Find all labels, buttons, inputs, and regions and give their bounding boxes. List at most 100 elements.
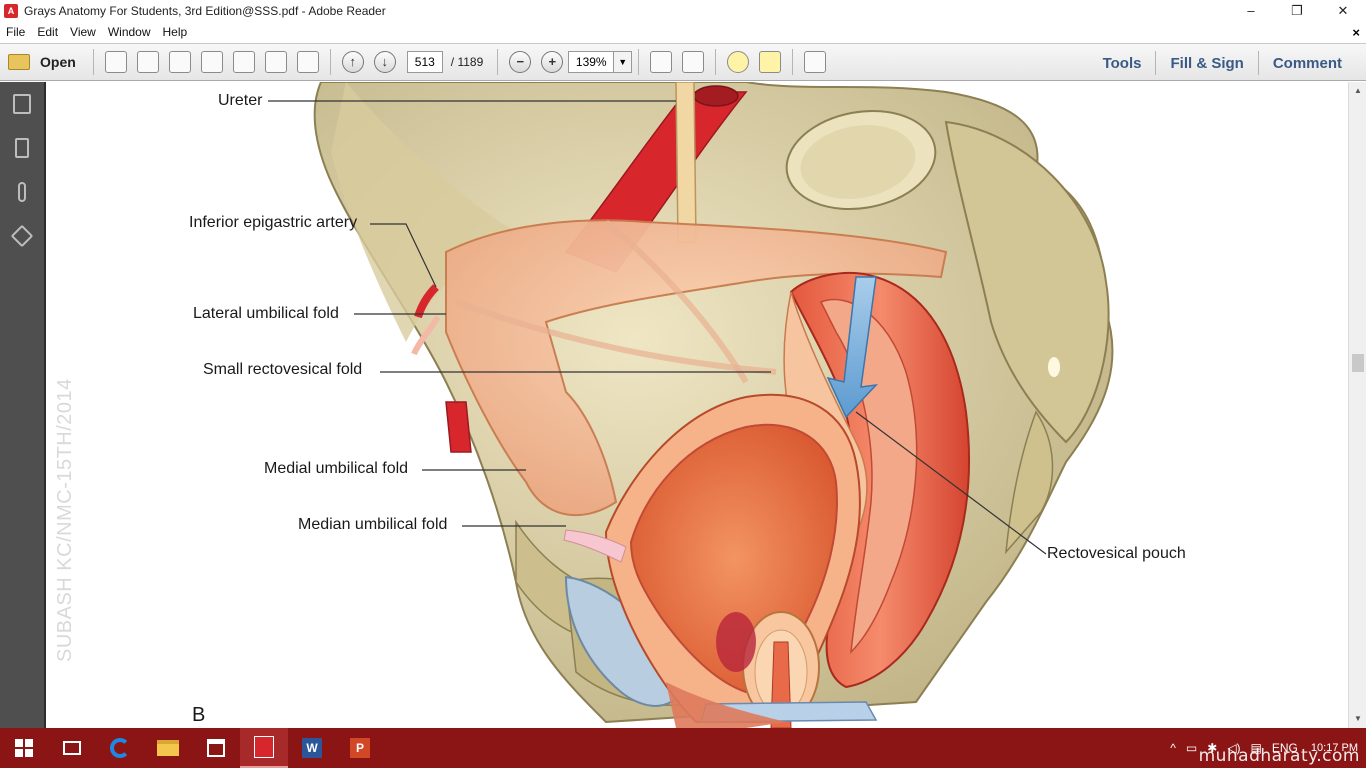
windows-logo-icon [15,739,33,757]
previous-page-button[interactable]: ↑ [340,49,366,75]
highlight-button[interactable] [757,49,783,75]
fit-page-button[interactable] [648,49,674,75]
next-page-button[interactable]: ↓ [372,49,398,75]
page-number-input[interactable]: 513 [406,51,443,73]
toolbar: Open ↑ ↓ 513 / 1189 − + 139% ▼ Tools Fil… [0,43,1366,81]
task-view-button[interactable] [48,728,96,768]
create-pdf-icon [104,51,127,73]
seminal-vesicle [716,612,756,672]
menu-view[interactable]: View [70,25,96,39]
sacral-foramen [1048,357,1060,377]
highlighter-icon [759,51,782,73]
volume-icon[interactable]: ◁) [1227,741,1241,755]
layers-icon [10,224,34,248]
printer-icon [264,51,287,73]
save-button[interactable] [231,49,257,75]
folder-icon [8,54,30,70]
toolbar-separator [497,49,499,75]
menu-file[interactable]: File [6,25,26,39]
restore-button[interactable]: ❐ [1291,3,1303,18]
vertical-scrollbar[interactable]: ▲ ▼ [1348,82,1366,728]
pelvic-floor-muscle [666,682,786,728]
coccyx [1005,410,1054,555]
label-lateral-umbilical-fold: Lateral umbilical fold [193,305,339,322]
menu-edit[interactable]: Edit [37,25,59,39]
edge-browser-button[interactable] [96,728,144,768]
document-view[interactable]: Ureter Inferior epigastric artery Latera… [44,82,1348,728]
fit-width-button[interactable] [680,49,706,75]
scroll-up-button[interactable]: ▲ [1354,86,1362,95]
open-button[interactable]: Open [8,49,84,75]
upload-button[interactable] [199,49,225,75]
open-label: Open [40,54,76,70]
powerpoint-button[interactable]: P [336,728,384,768]
scroll-thumb[interactable] [1352,354,1364,372]
lower-iliac-artery [445,401,472,453]
fit-page-icon [650,51,673,73]
close-button[interactable]: ✕ [1337,3,1349,18]
iliac-wing-shadow [331,82,516,342]
rectal-lumen [819,298,918,655]
powerpoint-icon: P [350,738,370,758]
edit-pdf-button[interactable] [167,49,193,75]
label-rectovesical-pouch: Rectovesical pouch [1047,545,1186,562]
minimize-button[interactable]: – [1247,3,1255,18]
adobe-reader-taskbar-button[interactable] [240,728,288,768]
arrow-up-icon: ↑ [341,51,364,73]
page-thumbnails-button[interactable] [0,82,44,126]
leader-rectovesical-pouch [855,411,1047,555]
email-button[interactable] [295,49,321,75]
store-bag-icon [207,739,225,757]
file-explorer-button[interactable] [144,728,192,768]
menu-help[interactable]: Help [162,25,188,39]
window-controls: – ❐ ✕ [1228,0,1366,22]
link-separator [1257,51,1259,75]
start-button[interactable] [0,728,48,768]
zoom-dropdown-button[interactable]: ▼ [614,51,633,73]
scroll-down-button[interactable]: ▼ [1354,714,1362,723]
menu-bar: File Edit View Window Help × [0,22,1366,43]
comment-link[interactable]: Comment [1272,54,1342,72]
create-pdf-button[interactable] [103,49,129,75]
comment-bubble-icon [727,51,750,73]
full-screen-button[interactable] [802,49,828,75]
menu-window[interactable]: Window [107,25,151,39]
export-pdf-icon [136,51,159,73]
layers-button[interactable] [0,214,44,258]
toolbar-separator [92,49,94,75]
word-button[interactable]: W [288,728,336,768]
bookmarks-button[interactable] [0,126,44,170]
edge-icon [110,738,130,758]
tray-overflow-button[interactable]: ^ [1170,741,1176,755]
label-median-umbilical-fold: Median umbilical fold [298,516,448,533]
leader-lines [268,100,1047,555]
save-icon [232,51,255,73]
network-icon[interactable]: ✱ [1207,741,1218,755]
power-icon[interactable]: ▭ [1185,741,1198,755]
input-language[interactable]: ENG [1271,741,1298,755]
peritoneal-fold-2 [604,219,749,384]
rectovesical-pouch-arrow [826,276,878,419]
attachments-button[interactable] [0,170,44,214]
close-document-button[interactable]: × [1352,25,1360,40]
clock-time: 10:17 PM [1310,742,1358,754]
cloud-upload-icon [200,51,223,73]
task-pane-links: Tools Fill & Sign Comment [1089,44,1356,82]
clock[interactable]: 10:17 PM [1303,741,1366,755]
navigation-pane [0,82,44,728]
export-pdf-button[interactable] [135,49,161,75]
zoom-out-button[interactable]: − [507,49,533,75]
fill-sign-link[interactable]: Fill & Sign [1170,54,1244,72]
zoom-input[interactable]: 139% [568,51,615,73]
ureter-vessel [675,82,697,243]
title-bar: A Grays Anatomy For Students, 3rd Editio… [0,0,1366,22]
arrow-down-icon: ↓ [373,51,396,73]
page-total: / 1189 [450,55,484,69]
label-medial-umbilical-fold: Medial umbilical fold [264,460,409,477]
print-button[interactable] [263,49,289,75]
store-button[interactable] [192,728,240,768]
zoom-in-button[interactable]: + [539,49,565,75]
sticky-note-button[interactable] [725,49,751,75]
tools-link[interactable]: Tools [1102,54,1142,72]
action-center-icon[interactable]: ▤ [1250,741,1262,755]
